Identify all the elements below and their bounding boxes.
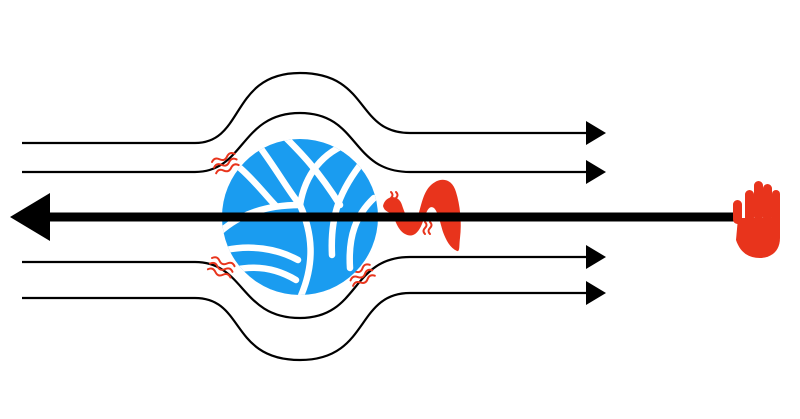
streamline-arrowhead <box>586 160 606 184</box>
friction-wave-icon <box>211 152 240 175</box>
hand-icon <box>733 181 780 258</box>
streamline-arrowhead <box>586 245 606 269</box>
streamline-arrowhead <box>586 281 606 305</box>
streamline-arrowhead <box>586 121 606 145</box>
streamline-bottom-outer <box>22 291 590 362</box>
friction-wave-icon <box>206 256 236 279</box>
travel-arrow <box>10 193 740 241</box>
friction-wave-icon <box>422 221 433 235</box>
travel-arrowhead <box>10 193 50 241</box>
streamline-top-inner <box>22 111 590 174</box>
streamlines <box>22 71 606 362</box>
streamline-bottom-inner <box>22 255 590 320</box>
streamline-top-outer <box>22 71 590 145</box>
